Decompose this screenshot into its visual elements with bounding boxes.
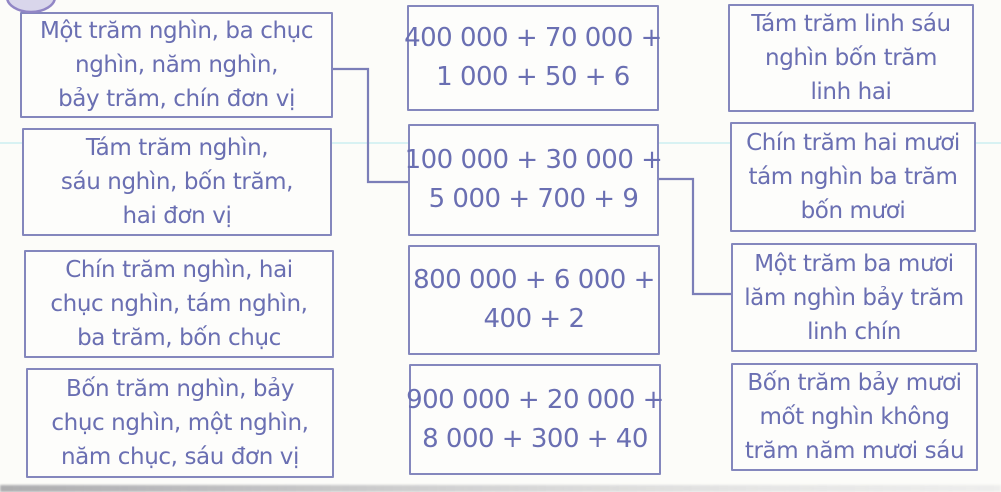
- connector-words1-sum2: [333, 67, 408, 184]
- box-line: bảy trăm, chín đơn vị: [58, 86, 295, 112]
- box-line: sáu nghìn, bốn trăm,: [60, 169, 294, 195]
- box-line: 1 000 + 50 + 6: [436, 62, 630, 92]
- box-line: Chín trăm nghìn, hai: [65, 257, 293, 283]
- box-line: Một trăm nghìn, ba chục: [39, 18, 314, 44]
- numeral-words-box-3[interactable]: Một trăm ba mươi lăm nghìn bảy trăm linh…: [731, 243, 977, 352]
- words-box-4[interactable]: Bốn trăm nghìn, bảy chục nghìn, một nghì…: [26, 368, 334, 478]
- box-line: linh chín: [807, 318, 901, 345]
- box-line: năm chục, sáu đơn vị: [61, 444, 299, 470]
- sum-box-4[interactable]: 900 000 + 20 000 + 8 000 + 300 + 40: [406, 364, 664, 475]
- box-line: mốt nghìn không: [759, 404, 950, 430]
- numeral-words-box-1[interactable]: Tám trăm linh sáu nghìn bốn trăm linh ha…: [728, 4, 974, 112]
- box-line: lăm nghìn bảy trăm: [744, 284, 964, 311]
- box-line: Tám trăm nghìn,: [85, 135, 269, 161]
- box-line: nghìn bốn trăm: [765, 45, 937, 71]
- box-line: 400 000 + 70 000 +: [404, 23, 662, 53]
- words-box-3[interactable]: Chín trăm nghìn, hai chục nghìn, tám ngh…: [24, 250, 334, 358]
- box-line: linh hai: [810, 79, 892, 105]
- sum-box-3[interactable]: 800 000 + 6 000 + 400 + 2: [408, 245, 660, 355]
- connector-sum2-numeral3: [659, 177, 731, 296]
- words-box-2[interactable]: Tám trăm nghìn, sáu nghìn, bốn trăm, hai…: [22, 128, 332, 236]
- box-line: chục nghìn, tám nghìn,: [50, 291, 308, 317]
- box-line: trăm năm mươi sáu: [744, 438, 965, 464]
- box-line: 5 000 + 700 + 9: [428, 184, 639, 214]
- box-line: 800 000 + 6 000 +: [413, 265, 655, 295]
- box-line: tám nghìn ba trăm: [748, 164, 958, 190]
- box-line: 8 000 + 300 + 40: [422, 423, 648, 454]
- box-line: chục nghìn, một nghìn,: [51, 410, 309, 436]
- box-line: Bốn trăm nghìn, bảy: [65, 376, 295, 402]
- numeral-words-box-4[interactable]: Bốn trăm bảy mươi mốt nghìn không trăm n…: [731, 363, 978, 471]
- box-line: nghìn, năm nghìn,: [75, 52, 278, 78]
- box-line: hai đơn vị: [122, 203, 232, 229]
- sum-box-2[interactable]: 100 000 + 30 000 + 5 000 + 700 + 9: [405, 124, 663, 236]
- box-line: 100 000 + 30 000 +: [404, 145, 663, 175]
- box-line: Một trăm ba mươi: [754, 250, 954, 277]
- page-bottom-shadow: [0, 485, 1001, 492]
- words-box-1[interactable]: Một trăm nghìn, ba chục nghìn, năm nghìn…: [20, 12, 333, 118]
- sum-box-1[interactable]: 400 000 + 70 000 + 1 000 + 50 + 6: [404, 5, 662, 111]
- box-line: bốn mươi: [800, 198, 906, 224]
- box-line: Bốn trăm bảy mươi: [747, 370, 962, 396]
- box-line: 400 + 2: [483, 304, 585, 334]
- box-line: Chín trăm hai mươi: [746, 130, 960, 156]
- exercise-number-badge: [6, 0, 56, 14]
- box-line: Tám trăm linh sáu: [751, 11, 951, 37]
- numeral-words-box-2[interactable]: Chín trăm hai mươi tám nghìn ba trăm bốn…: [730, 122, 976, 232]
- box-line: 900 000 + 20 000 +: [406, 384, 664, 415]
- box-line: ba trăm, bốn chục: [77, 325, 281, 351]
